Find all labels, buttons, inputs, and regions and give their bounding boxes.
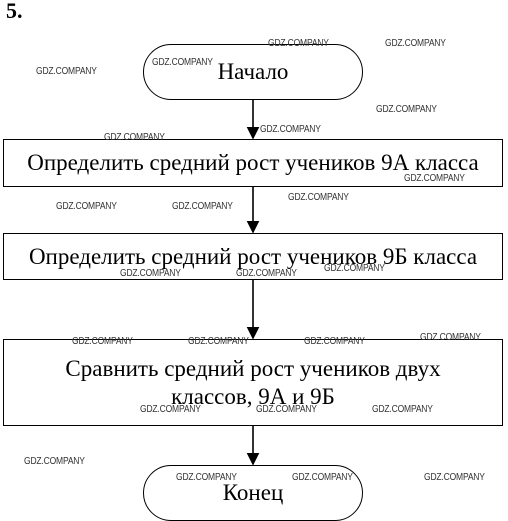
watermark: GDZ.COMPANY	[376, 104, 437, 115]
process-step-3-label: Сравнить средний рост учеников двух клас…	[65, 355, 441, 409]
watermark: GDZ.COMPANY	[104, 132, 165, 143]
watermark: GDZ.COMPANY	[424, 472, 485, 483]
process-step-2: Определить средний рост учеников 9Б клас…	[3, 233, 503, 280]
process-step-2-label: Определить средний рост учеников 9Б клас…	[28, 243, 478, 269]
watermark: GDZ.COMPANY	[372, 404, 433, 415]
watermark: GDZ.COMPANY	[288, 192, 349, 203]
watermark: GDZ.COMPANY	[404, 173, 465, 184]
watermark: GDZ.COMPANY	[152, 57, 213, 68]
start-label: Начало	[217, 59, 289, 85]
watermark: GDZ.COMPANY	[420, 332, 481, 343]
watermark: GDZ.COMPANY	[140, 404, 201, 415]
start-terminal: Начало	[143, 44, 363, 100]
watermark: GDZ.COMPANY	[385, 38, 446, 49]
end-terminal: Конец	[143, 465, 363, 521]
watermark: GDZ.COMPANY	[236, 268, 297, 279]
watermark: GDZ.COMPANY	[256, 404, 317, 415]
watermark: GDZ.COMPANY	[56, 201, 117, 212]
watermark: GDZ.COMPANY	[304, 336, 365, 347]
watermark: GDZ.COMPANY	[72, 336, 133, 347]
watermark: GDZ.COMPANY	[172, 201, 233, 212]
watermark: GDZ.COMPANY	[120, 268, 181, 279]
watermark: GDZ.COMPANY	[268, 38, 329, 49]
watermark: GDZ.COMPANY	[176, 472, 237, 483]
watermark: GDZ.COMPANY	[36, 66, 97, 77]
process-step-3: Сравнить средний рост учеников двух клас…	[3, 339, 503, 426]
end-label: Конец	[222, 480, 284, 506]
watermark: GDZ.COMPANY	[188, 336, 249, 347]
watermark: GDZ.COMPANY	[324, 263, 385, 274]
watermark: GDZ.COMPANY	[292, 472, 353, 483]
task-number: 5.	[6, 0, 23, 23]
process-step-1-label: Определить средний рост учеников 9А клас…	[27, 150, 479, 176]
watermark: GDZ.COMPANY	[24, 456, 85, 467]
process-step-1: Определить средний рост учеников 9А клас…	[3, 139, 503, 187]
watermark: GDZ.COMPANY	[260, 124, 321, 135]
